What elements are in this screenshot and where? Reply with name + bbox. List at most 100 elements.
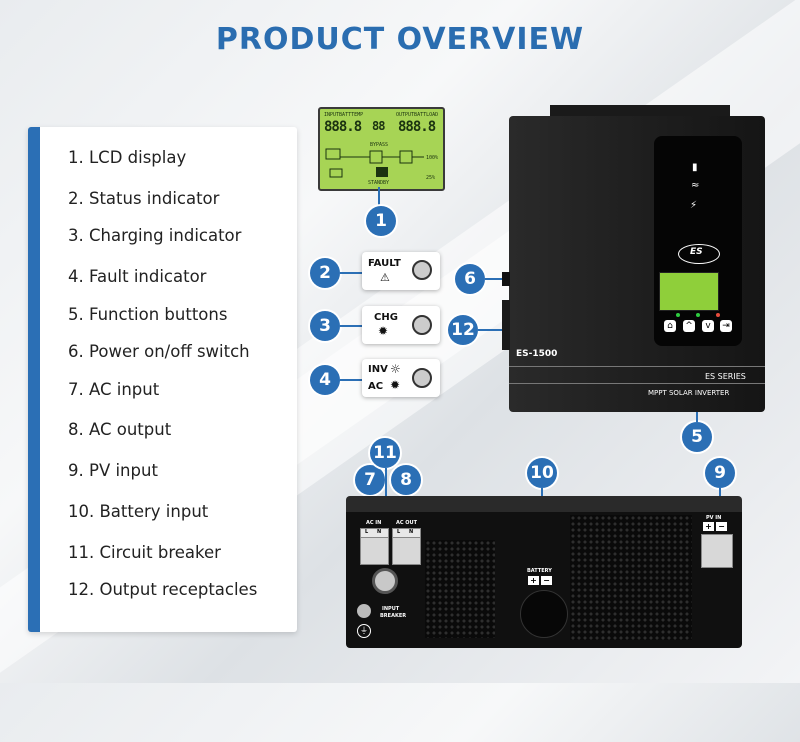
breaker-label-2: BREAKER <box>380 613 407 619</box>
callout-badge-12: 12 <box>448 315 478 345</box>
fault-indicator-box: FAULT ⚠ <box>362 252 440 290</box>
pv-minus: − <box>716 522 727 531</box>
sun-icon: ✹ <box>390 378 401 392</box>
battery-input-port[interactable] <box>520 590 568 638</box>
output-receptacle-icon <box>502 300 510 350</box>
callout-line <box>378 187 380 207</box>
series-label: ES SERIES <box>705 372 746 381</box>
warning-icon: ⚠ <box>380 271 390 284</box>
battery-status-icon: ▮ <box>692 162 698 173</box>
pv-input-terminal[interactable] <box>701 534 733 568</box>
status-indicator-box: INV ☼ AC ✹ <box>362 359 440 397</box>
page-title: PRODUCT OVERVIEW <box>215 22 585 57</box>
feature-item: 4. Fault indicator <box>68 267 207 286</box>
circuit-breaker[interactable] <box>372 568 398 594</box>
power-switch-icon <box>502 272 510 286</box>
callout-badge-8: 8 <box>391 465 421 495</box>
lcd-right-digits: 888.8 <box>398 119 436 135</box>
feature-item: 3. Charging indicator <box>68 226 242 245</box>
status-led-icon <box>412 368 432 388</box>
breaker-label-1: INPUT <box>382 606 400 612</box>
feature-item: 1. LCD display <box>68 148 187 167</box>
feature-item: 10. Battery input <box>68 502 209 521</box>
lcd-pct2-label: 25% <box>426 175 436 181</box>
feature-item: 6. Power on/off switch <box>68 342 250 361</box>
led-green-icon <box>676 313 680 317</box>
down-button[interactable]: v <box>702 320 714 332</box>
feature-item: 9. PV input <box>68 461 158 480</box>
feature-item: 11. Circuit breaker <box>68 543 221 562</box>
callout-badge-5: 5 <box>682 422 712 452</box>
lcd-input-label: INPUTBATTTEMP <box>324 112 364 118</box>
subtitle-label: MPPT SOLAR INVERTER <box>648 389 730 397</box>
pv-in-label: PV IN <box>706 515 722 521</box>
ac-input-terminal[interactable] <box>360 537 389 565</box>
callout-arrow <box>340 379 362 381</box>
home-button[interactable]: ⌂ <box>664 320 676 332</box>
pv-plus: + <box>703 522 714 531</box>
ac-out-n: N <box>409 529 414 535</box>
divider <box>509 383 765 384</box>
lcd-standby-label: STANDBY <box>368 180 390 186</box>
brand-logo: ES <box>690 247 703 257</box>
inverter-bottom-top-edge <box>346 496 742 512</box>
chevrons-icon: ≈ <box>691 180 700 191</box>
charging-led-icon <box>412 315 432 335</box>
screw-icon <box>357 604 371 618</box>
lcd-display-detail: INPUTBATTTEMP OUTPUTBATTLOAD 888.8 88 88… <box>318 107 445 191</box>
callout-arrow <box>485 278 507 280</box>
plug-icon: ⚡ <box>690 200 698 211</box>
ac-in-label: AC IN <box>366 520 382 526</box>
vent-grille <box>570 515 692 640</box>
ac-output-terminal[interactable] <box>392 537 421 565</box>
callout-arrow <box>478 329 508 331</box>
inv-label: INV <box>368 364 388 375</box>
feature-list-card: 1. LCD display 2. Status indicator 3. Ch… <box>28 127 297 632</box>
feature-item: 7. AC input <box>68 380 160 399</box>
battery-label: BATTERY <box>527 568 552 574</box>
callout-badge-10: 10 <box>527 458 557 488</box>
feature-item: 8. AC output <box>68 420 172 439</box>
led-green-icon <box>696 313 700 317</box>
lcd-mid-digits: 88 <box>372 119 385 133</box>
ac-in-n: N <box>377 529 382 535</box>
inverter-control-panel <box>654 136 742 346</box>
ac-out-l: L <box>397 529 401 535</box>
lcd-left-digits: 888.8 <box>324 119 362 135</box>
lcd-pct-label: 100% <box>426 155 439 161</box>
lcd-bypass-label: BYPASS <box>370 142 389 148</box>
inverter-top-edge <box>550 105 730 117</box>
callout-badge-11: 11 <box>370 438 400 468</box>
callout-badge-7: 7 <box>355 465 385 495</box>
callout-badge-2: 2 <box>310 258 340 288</box>
fault-label: FAULT <box>368 258 401 269</box>
logo-oval <box>678 244 720 264</box>
up-button[interactable]: ^ <box>683 320 695 332</box>
callout-badge-3: 3 <box>310 311 340 341</box>
ground-icon: ⏚ <box>357 624 371 638</box>
battery-plus: + <box>528 576 539 585</box>
callout-badge-1: 1 <box>366 206 396 236</box>
charging-indicator-box: CHG ✹ <box>362 306 440 344</box>
enter-button[interactable]: ⇥ <box>720 320 732 332</box>
callout-badge-6: 6 <box>455 264 485 294</box>
divider <box>509 366 765 367</box>
model-label: ES-1500 <box>516 349 558 359</box>
led-red-icon <box>716 313 720 317</box>
inverter-lcd-screen <box>659 272 719 311</box>
feature-item: 12. Output receptacles <box>68 580 258 599</box>
ac-out-label: AC OUT <box>396 520 418 526</box>
feature-item: 5. Function buttons <box>68 305 228 324</box>
sun-outline-icon: ☼ <box>390 362 401 376</box>
callout-badge-4: 4 <box>310 365 340 395</box>
feature-item: 2. Status indicator <box>68 189 220 208</box>
callout-badge-9: 9 <box>705 458 735 488</box>
callout-arrow <box>340 325 362 327</box>
sun-icon: ✹ <box>378 324 389 338</box>
lcd-output-label: OUTPUTBATTLOAD <box>396 112 439 118</box>
callout-arrow <box>340 272 362 274</box>
lcd-flow-diagram-icon <box>325 148 424 178</box>
vent-grille <box>425 540 495 638</box>
fault-led-icon <box>412 260 432 280</box>
ac-label: AC <box>368 381 384 392</box>
